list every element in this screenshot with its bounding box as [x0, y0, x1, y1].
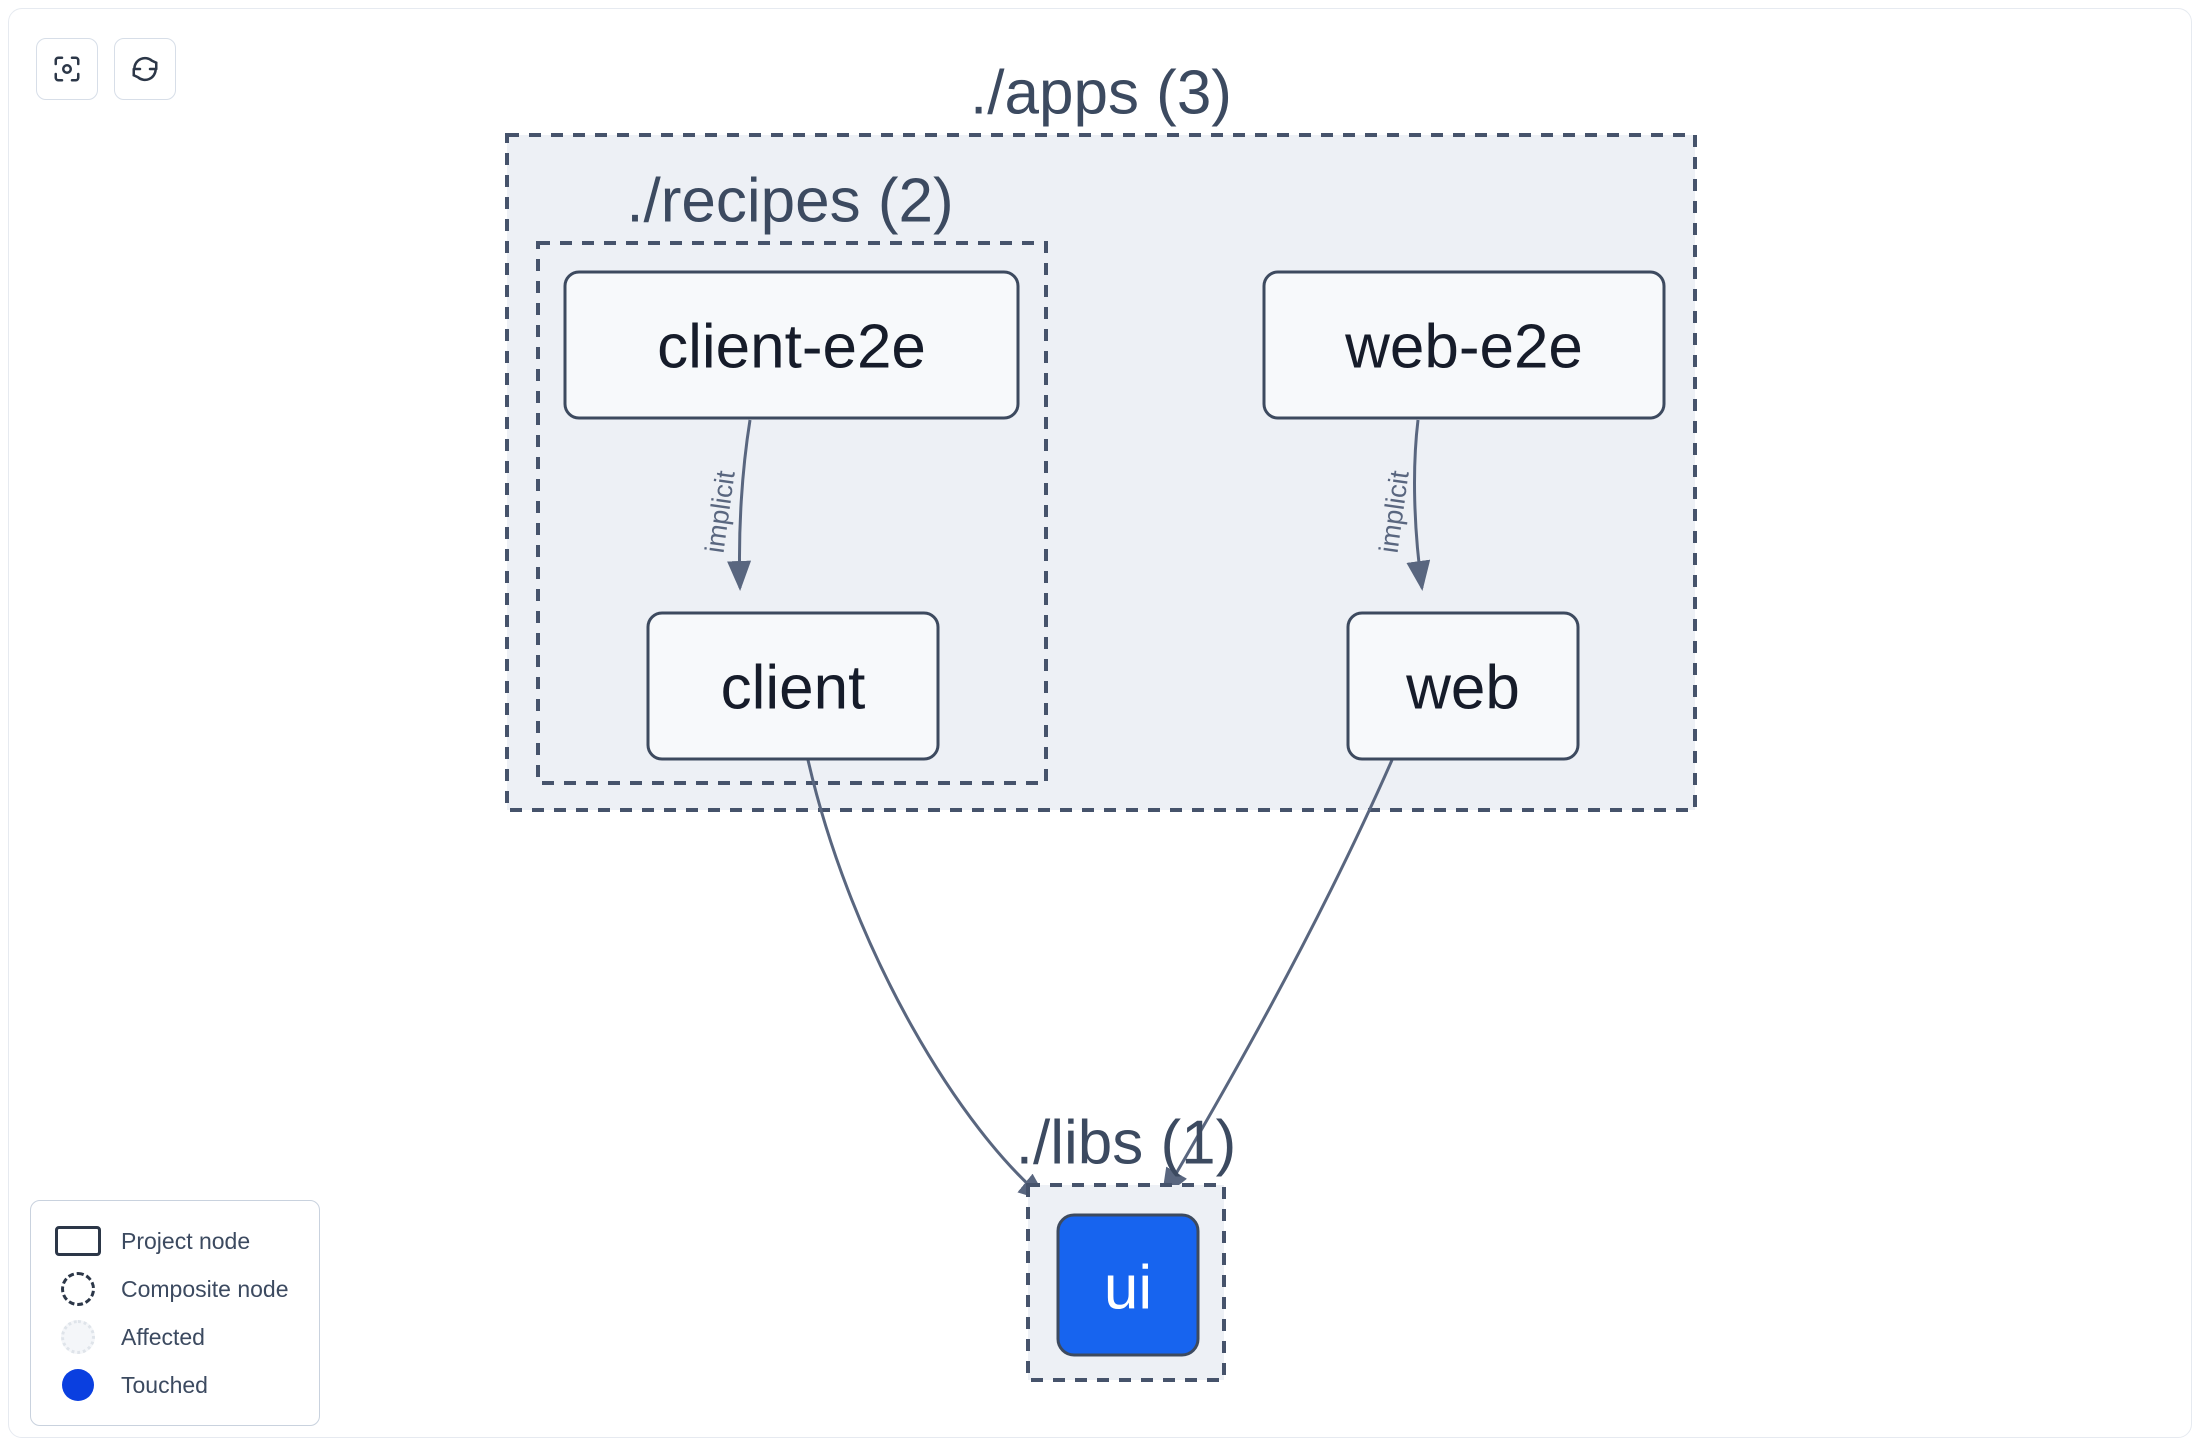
edge-path[interactable] — [1406, 419, 1431, 591]
node-client-e2e[interactable]: client-e2e — [563, 270, 1020, 420]
node-rect[interactable] — [1262, 270, 1666, 420]
edge-path[interactable] — [1161, 759, 1394, 1199]
legend-label: Touched — [121, 1371, 208, 1398]
graph-legend: Project node Composite node Affected Tou… — [30, 1200, 320, 1426]
node-rect[interactable] — [1346, 611, 1580, 761]
legend-label: Affected — [121, 1323, 205, 1350]
refresh-graph-button[interactable] — [114, 38, 176, 100]
legend-item-project-node: Project node — [49, 1217, 301, 1265]
edge-path[interactable] — [806, 759, 1049, 1202]
legend-label: Composite node — [121, 1275, 289, 1302]
node-rect[interactable] — [1056, 1213, 1200, 1357]
affected-swatch — [49, 1320, 107, 1354]
graph-toolbar — [36, 38, 176, 100]
edge-client-to-ui[interactable] — [806, 759, 1049, 1202]
focus-scan-icon — [52, 54, 82, 84]
composite-node-swatch — [49, 1272, 107, 1306]
node-rect[interactable] — [646, 611, 940, 761]
legend-item-composite-node: Composite node — [49, 1265, 301, 1313]
node-client[interactable]: client — [646, 611, 940, 761]
edge-path[interactable] — [727, 419, 752, 591]
legend-item-affected: Affected — [49, 1313, 301, 1361]
edge-web-to-ui[interactable] — [1161, 759, 1394, 1199]
project-node-swatch — [49, 1226, 107, 1256]
refresh-icon — [130, 54, 160, 84]
node-ui[interactable]: ui — [1056, 1213, 1200, 1357]
legend-item-touched: Touched — [49, 1361, 301, 1409]
node-web-e2e[interactable]: web-e2e — [1262, 270, 1666, 420]
legend-label: Project node — [121, 1227, 251, 1254]
node-web[interactable]: web — [1346, 611, 1580, 761]
node-rect[interactable] — [563, 270, 1020, 420]
touched-swatch — [49, 1369, 107, 1401]
focus-graph-button[interactable] — [36, 38, 98, 100]
